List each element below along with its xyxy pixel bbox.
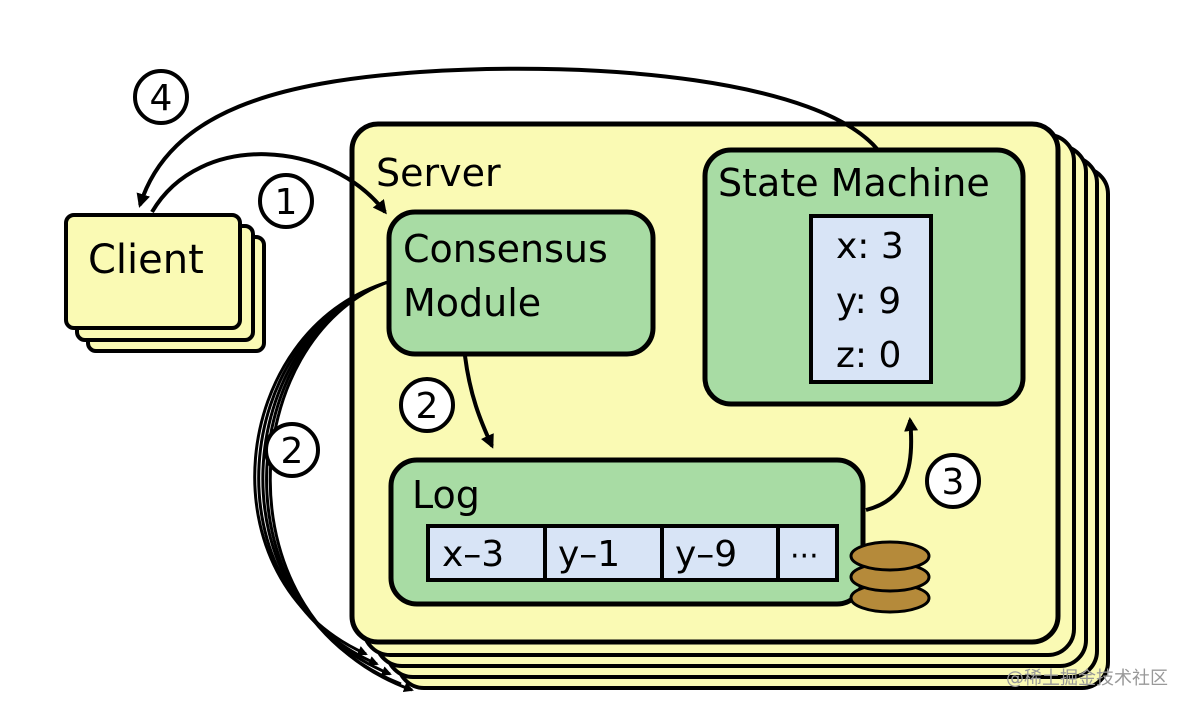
client-box bbox=[64, 213, 242, 330]
log-entry-3: y–9 bbox=[675, 534, 737, 575]
step-number-1: 1 bbox=[275, 182, 298, 223]
log-entry-cell bbox=[776, 524, 839, 582]
disk-icon bbox=[849, 540, 931, 614]
log-entries bbox=[426, 524, 839, 582]
arrow-step2-replicate bbox=[253, 280, 414, 693]
state-entry-z: z: 0 bbox=[836, 335, 901, 376]
watermark: @稀土掘金技术社区 bbox=[1006, 668, 1168, 689]
step-number-4: 4 bbox=[150, 78, 173, 119]
state-table bbox=[809, 214, 933, 384]
step-number-2-replicate: 2 bbox=[281, 431, 304, 472]
log-entry-2: y–1 bbox=[558, 534, 620, 575]
step-circle-3 bbox=[925, 453, 981, 509]
step-circle-1 bbox=[258, 173, 314, 229]
consensus-module-line1: Consensus bbox=[403, 227, 608, 271]
log-entry-4: ··· bbox=[790, 539, 819, 574]
step-number-3: 3 bbox=[942, 462, 965, 503]
state-entry-y: y: 9 bbox=[836, 281, 901, 322]
arrow-step2-local bbox=[463, 355, 494, 449]
arrow-step3 bbox=[865, 417, 919, 512]
log-entry-1: x–3 bbox=[442, 534, 504, 575]
client-label: Client bbox=[88, 237, 204, 283]
step-circle-2-local bbox=[399, 377, 455, 433]
step-circle-4 bbox=[133, 69, 189, 125]
state-machine-title: State Machine bbox=[718, 161, 990, 205]
arrow-step1 bbox=[150, 152, 387, 215]
log-title: Log bbox=[412, 473, 480, 517]
arrow-step4 bbox=[136, 66, 880, 208]
step-circle-2-replicate bbox=[264, 422, 320, 478]
client-stack bbox=[64, 213, 266, 353]
consensus-module-line2: Module bbox=[403, 281, 541, 325]
server-label: Server bbox=[376, 151, 501, 195]
step-number-2-local: 2 bbox=[416, 386, 439, 427]
consensus-module-box bbox=[386, 209, 656, 357]
state-entry-x: x: 3 bbox=[836, 226, 904, 267]
